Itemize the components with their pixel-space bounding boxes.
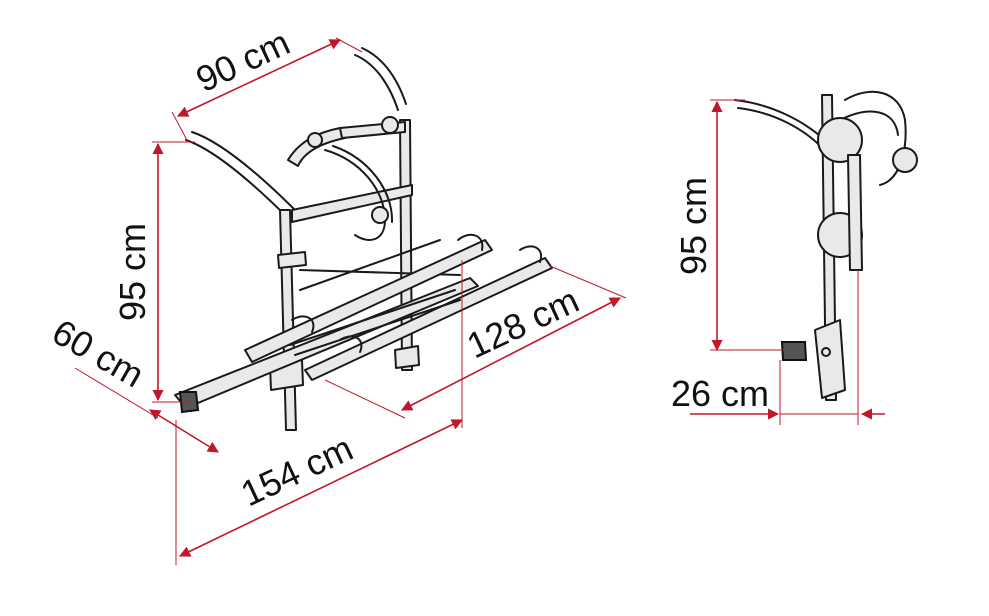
height-front-label: 95 cm [112, 223, 153, 321]
height-side-label: 95 cm [673, 177, 714, 275]
overall-width-label: 154 cm [235, 427, 359, 514]
rack-perspective-view [174, 47, 553, 431]
width-top-label: 90 cm [190, 21, 296, 100]
depth-side-view-label: 26 cm [671, 373, 769, 414]
dimension-lines [74, 37, 885, 565]
depth-side-label: 60 cm [46, 311, 151, 396]
rack-side-view [734, 90, 918, 401]
